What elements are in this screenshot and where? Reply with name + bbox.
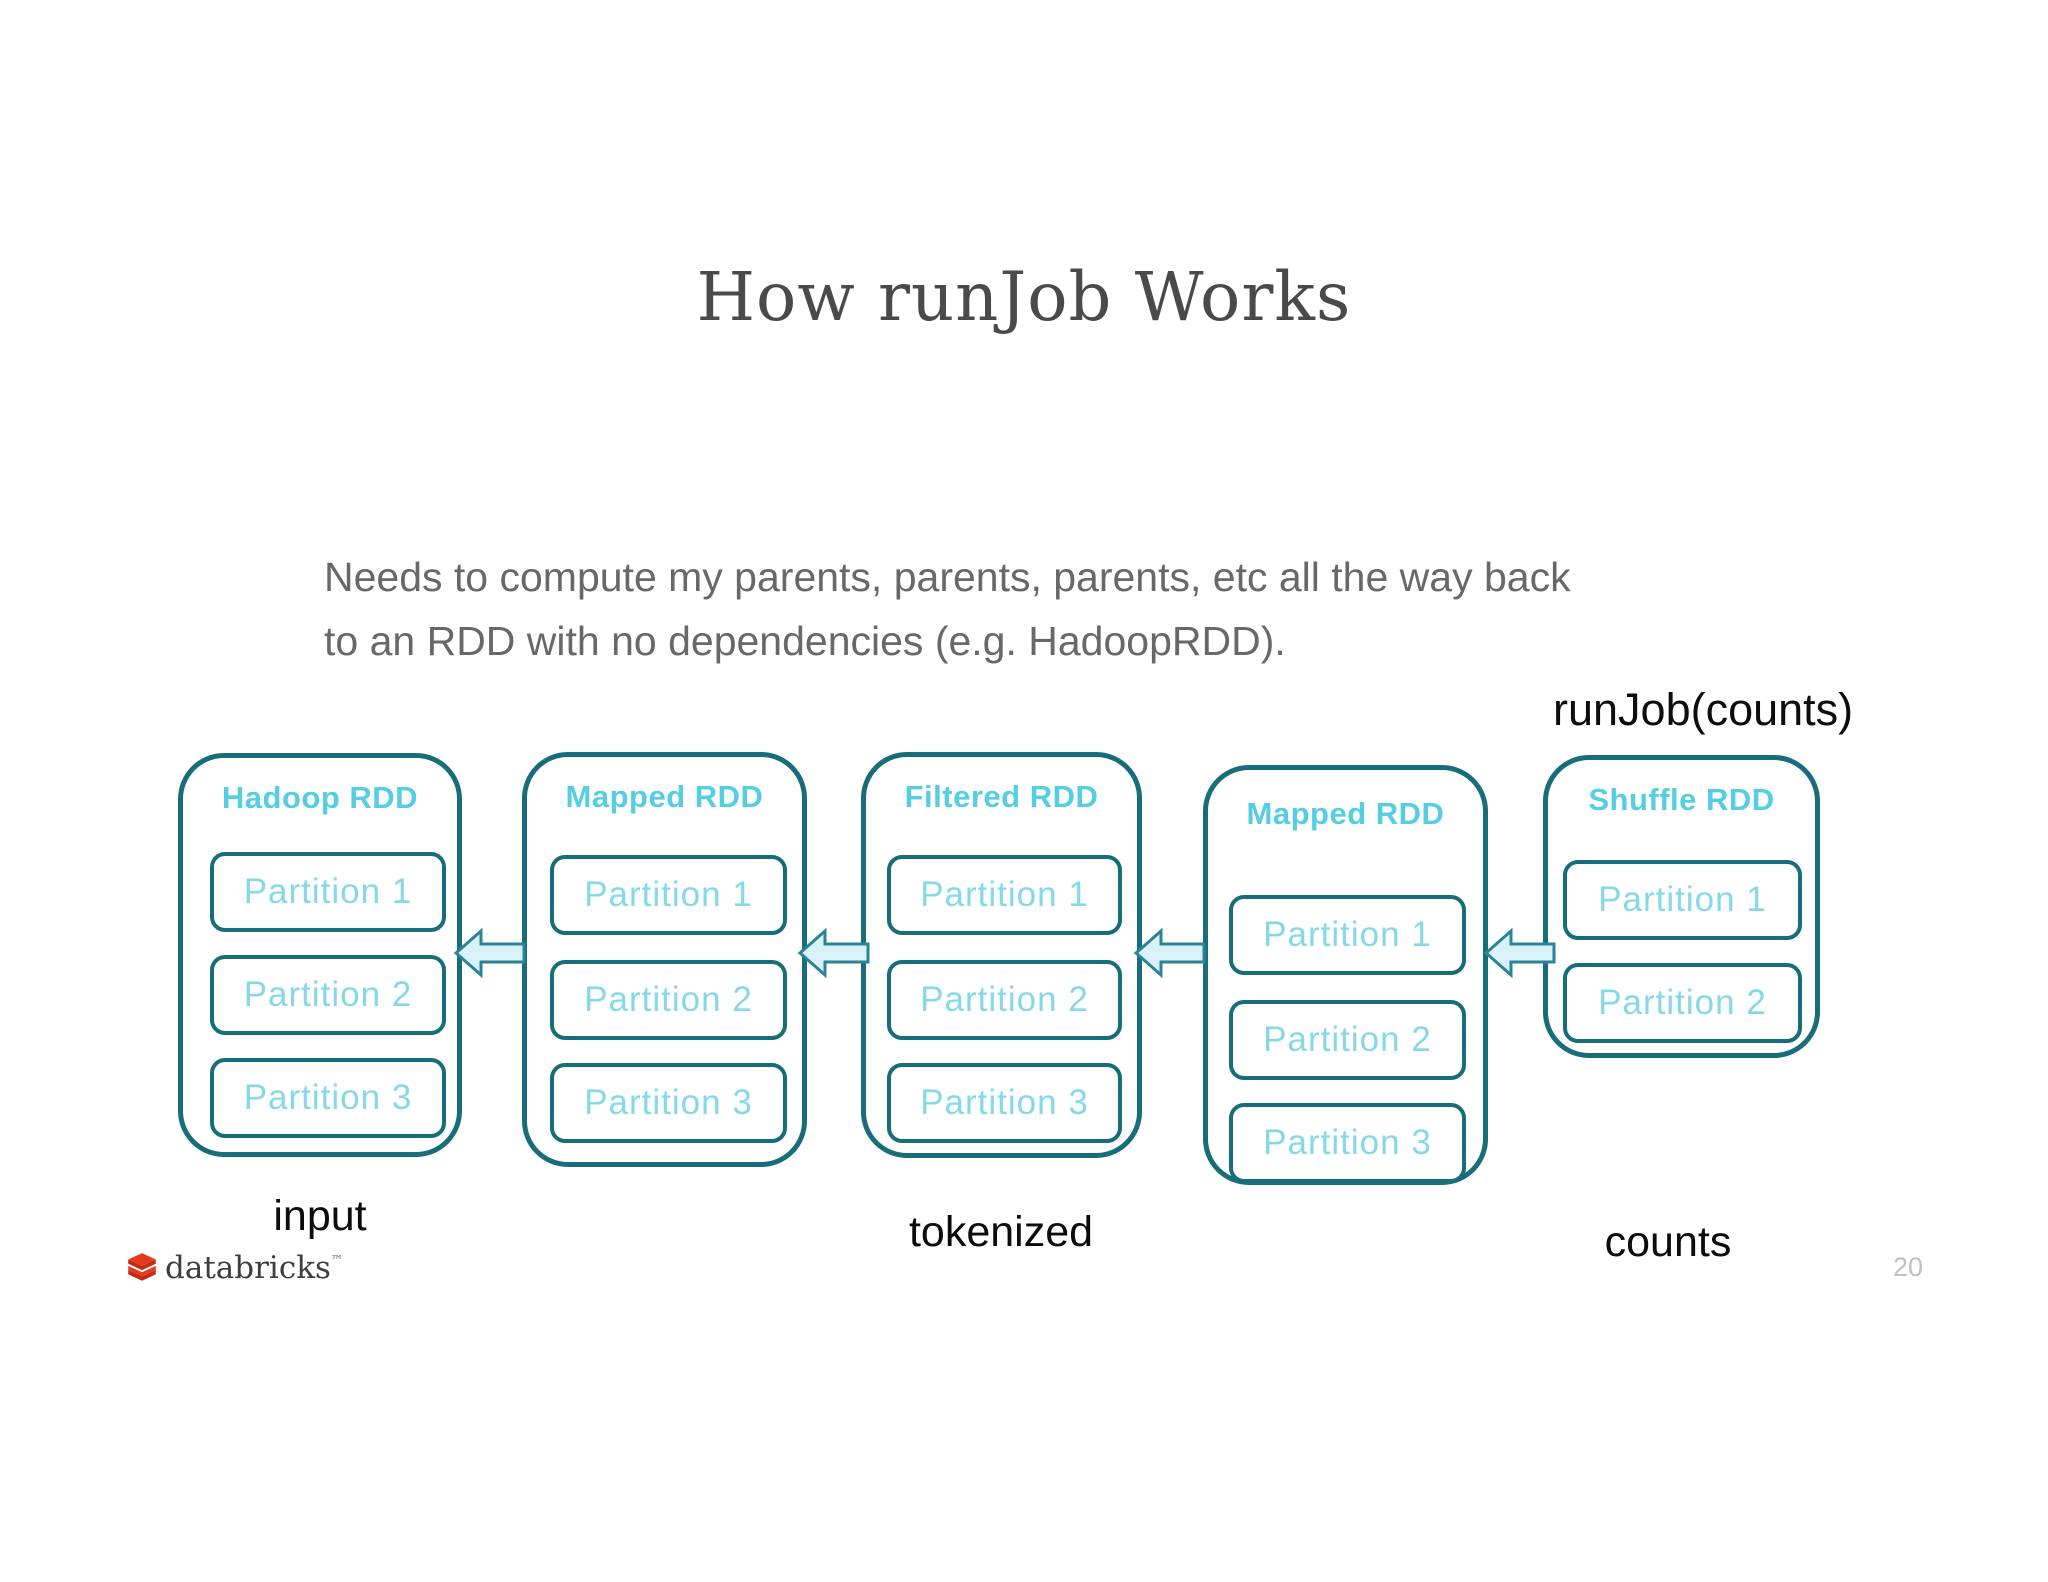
rdd-box-title: Mapped RDD xyxy=(565,779,764,814)
page-number: 20 xyxy=(1892,1252,1924,1282)
rdd-box-title: Mapped RDD xyxy=(1246,796,1445,831)
partition-box: Partition 2 xyxy=(1229,1000,1466,1080)
label-counts: counts xyxy=(1604,1218,1732,1266)
page-title: How runJob Works xyxy=(696,258,1352,336)
partition-box: Partition 2 xyxy=(210,955,446,1035)
flow-arrow-left-icon xyxy=(1134,928,1206,978)
partition-box: Partition 1 xyxy=(550,855,787,935)
slide-body-text: Needs to compute my parents, parents, pa… xyxy=(324,545,1804,673)
rdd-box-title: Hadoop RDD xyxy=(221,780,419,815)
rdd-box-title: Shuffle RDD xyxy=(1588,782,1775,817)
rdd-box-mapped-1: Mapped RDD Partition 1 Partition 2 Parti… xyxy=(522,752,807,1167)
partition-box: Partition 2 xyxy=(1563,963,1802,1043)
label-input: input xyxy=(273,1192,367,1240)
partition-box: Partition 1 xyxy=(887,855,1122,935)
rdd-box-title: Filtered RDD xyxy=(904,779,1099,814)
databricks-logo-icon xyxy=(128,1253,156,1281)
flow-arrow-left-icon xyxy=(798,928,870,978)
partition-box: Partition 3 xyxy=(1229,1103,1466,1183)
rdd-box-mapped-2: Mapped RDD Partition 1 Partition 2 Parti… xyxy=(1203,765,1488,1185)
databricks-wordmark-text: databricks xyxy=(165,1250,331,1286)
databricks-wordmark: databricks™ xyxy=(165,1250,343,1286)
databricks-logo: databricks™ xyxy=(124,1248,343,1288)
partition-box: Partition 2 xyxy=(887,960,1122,1040)
partition-box: Partition 1 xyxy=(1229,895,1466,975)
rdd-box-filtered: Filtered RDD Partition 1 Partition 2 Par… xyxy=(861,752,1142,1158)
partition-box: Partition 2 xyxy=(550,960,787,1040)
label-tokenized: tokenized xyxy=(908,1208,1094,1256)
flow-arrow-left-icon xyxy=(454,928,526,978)
body-text-line-1: Needs to compute my parents, parents, pa… xyxy=(324,554,1571,600)
rdd-box-hadoop: Hadoop RDD Partition 1 Partition 2 Parti… xyxy=(178,753,462,1157)
flow-arrow-left-icon xyxy=(1484,928,1556,978)
runjob-annotation: runJob(counts) xyxy=(1553,684,1854,735)
partition-box: Partition 3 xyxy=(550,1063,787,1143)
partition-box: Partition 1 xyxy=(210,852,446,932)
trademark-symbol: ™ xyxy=(330,1253,343,1267)
partition-box: Partition 3 xyxy=(887,1063,1122,1143)
partition-box: Partition 1 xyxy=(1563,860,1802,940)
rdd-box-shuffle: Shuffle RDD Partition 1 Partition 2 xyxy=(1543,755,1820,1058)
body-text-line-2: to an RDD with no dependencies (e.g. Had… xyxy=(324,618,1286,664)
partition-box: Partition 3 xyxy=(210,1058,446,1138)
